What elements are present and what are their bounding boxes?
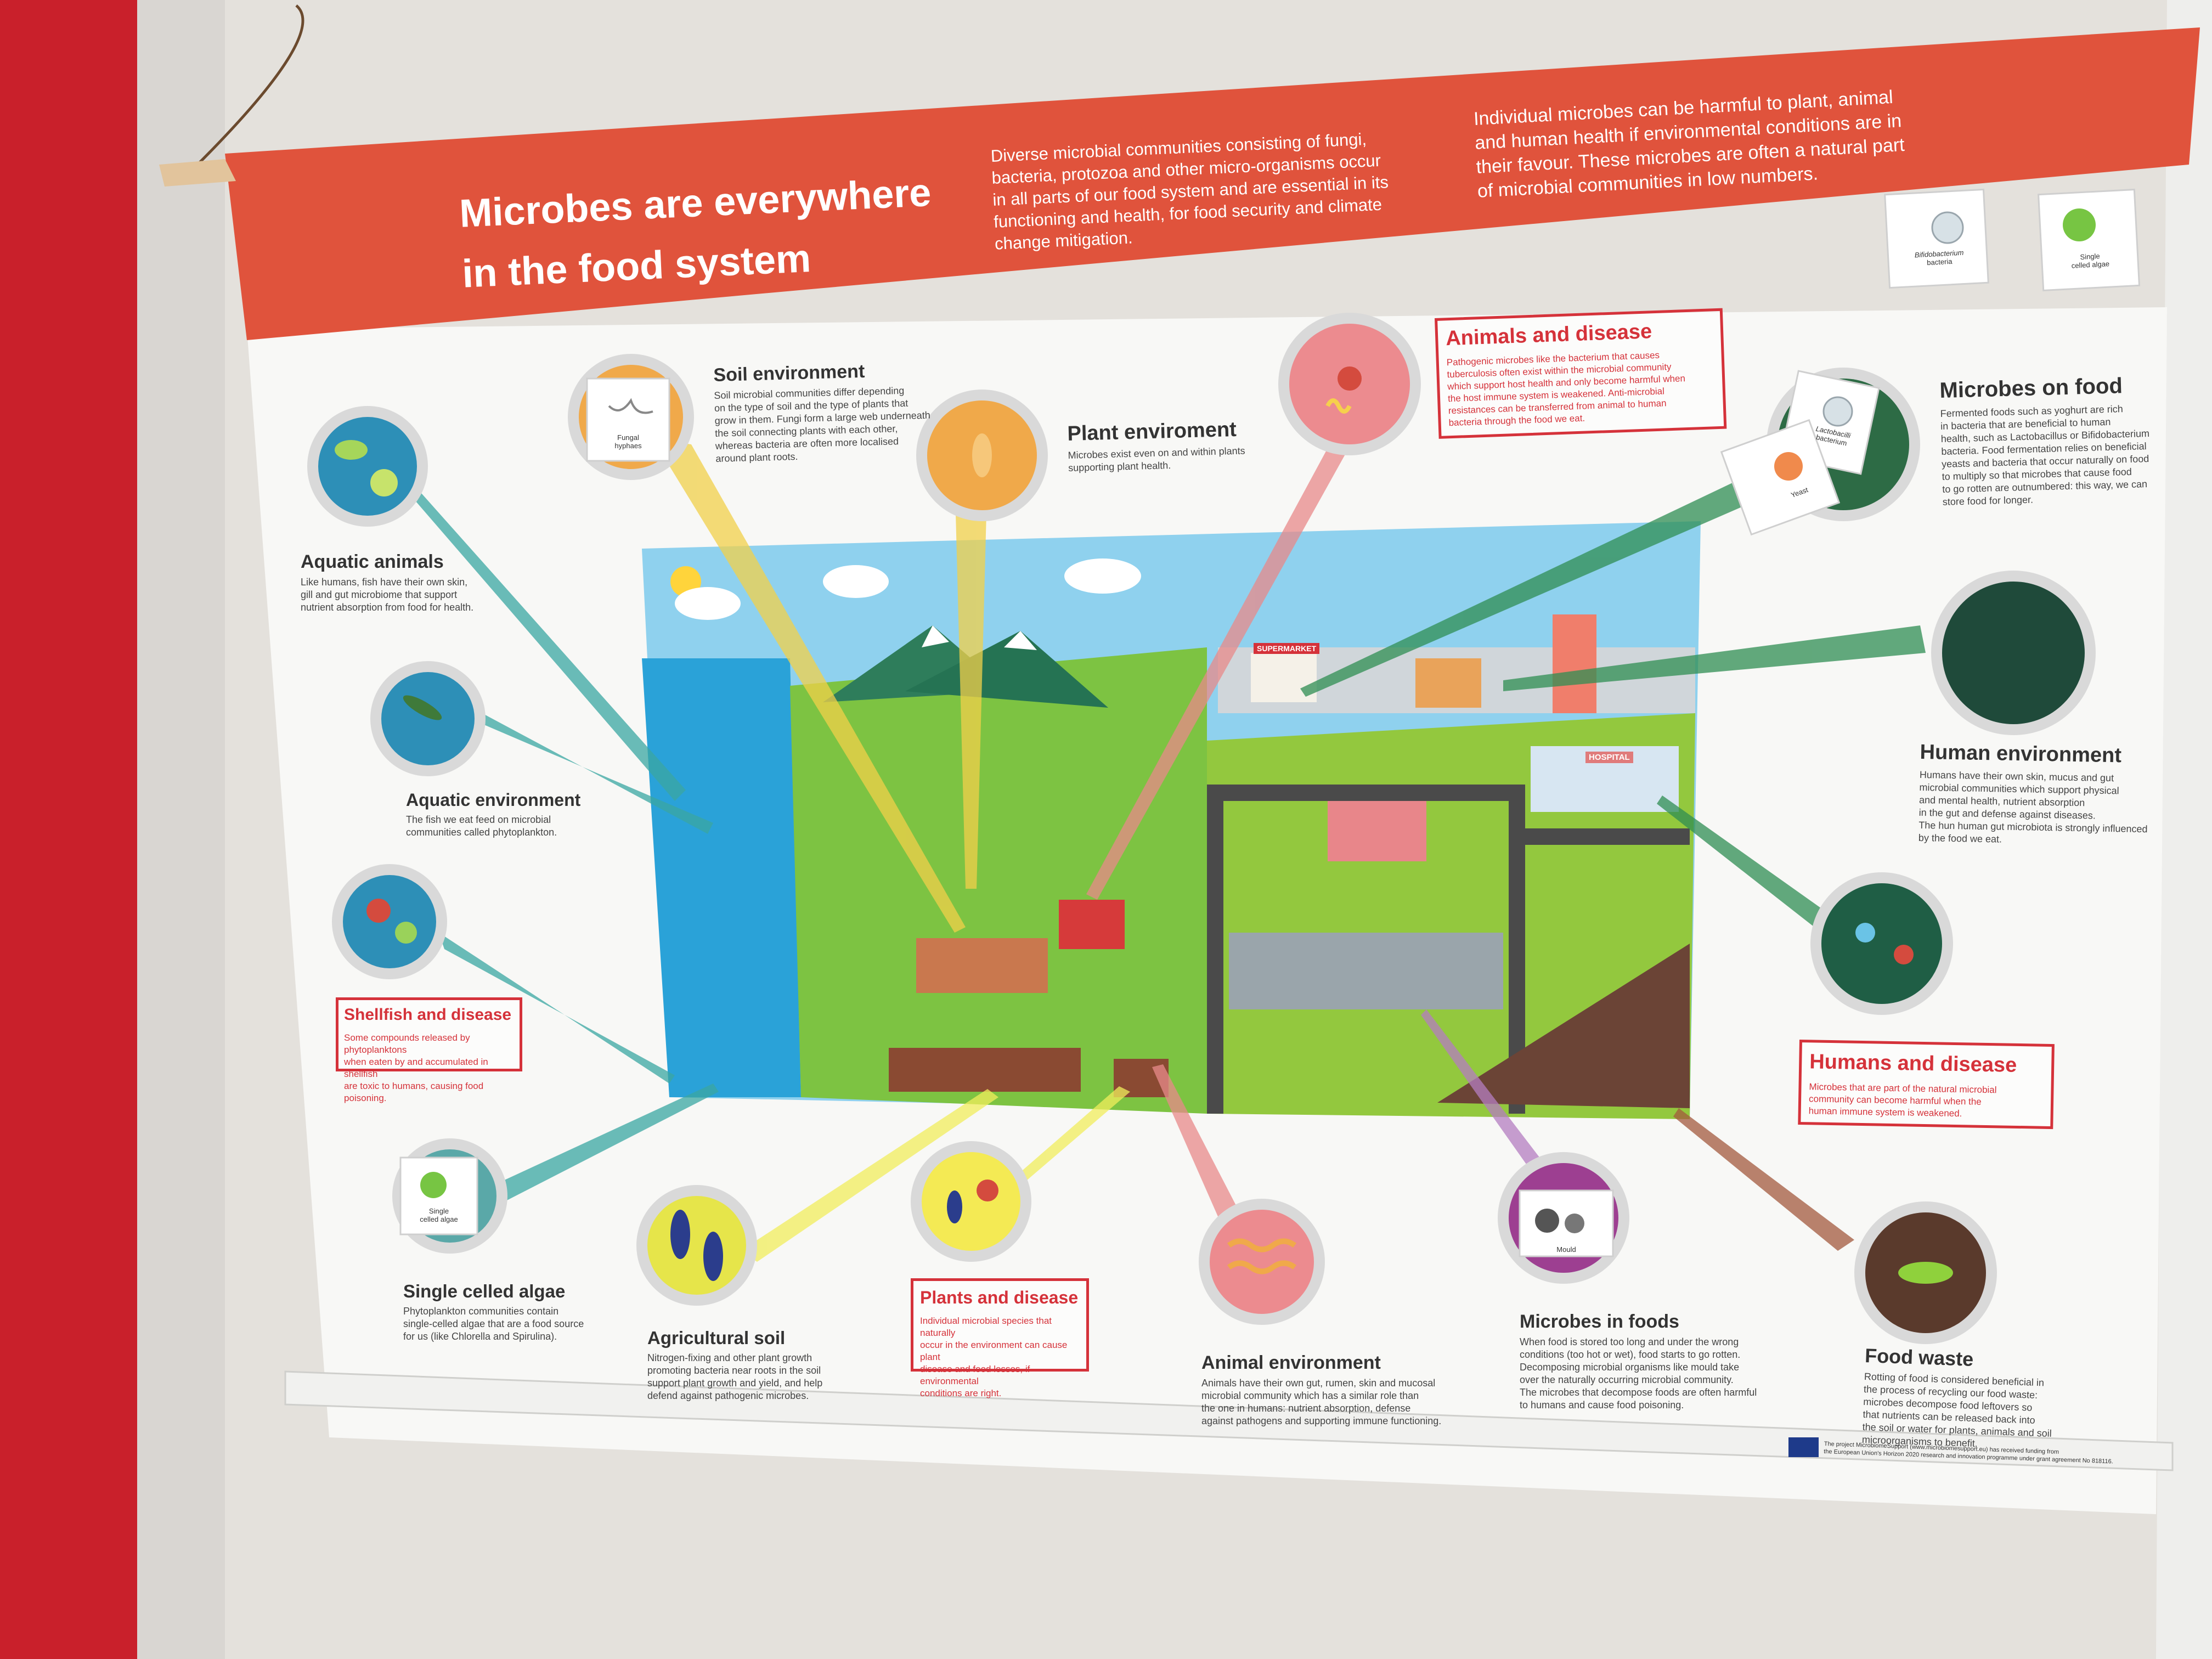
section-microbes-in-foods: Microbes in foods When food is stored to…: [1520, 1311, 1783, 1412]
section-line: communities called phytoplankton.: [406, 827, 557, 838]
section-line: The fish we eat feed on microbial: [406, 814, 551, 825]
specimen-cards: [399, 188, 2141, 1257]
section-line: The microbes that decompose foods are of…: [1520, 1387, 1757, 1398]
card-label-line: celled algae: [420, 1215, 458, 1223]
section-title: Shellfish and disease: [344, 1006, 512, 1024]
section-line: occur in the environment can cause plant: [920, 1340, 1068, 1362]
section-body: Phytoplankton communities contain single…: [403, 1305, 634, 1343]
section-title: Microbes in foods: [1520, 1311, 1679, 1332]
section-line: promoting bacteria near roots in the soi…: [647, 1365, 821, 1376]
section-line: single-celled algae that are a food sour…: [403, 1318, 584, 1329]
section-body: Nitrogen-fixing and other plant growth p…: [647, 1352, 878, 1402]
section-body: When food is stored too long and under t…: [1520, 1336, 1783, 1412]
banner-intro: Diverse microbial communities consisting…: [990, 127, 1391, 255]
section-body: Individual microbial species that natura…: [920, 1315, 1085, 1400]
map-label-hospital: HOSPITAL: [1585, 752, 1633, 763]
section-aquatic-animals: Aquatic animals Like humans, fish have t…: [301, 551, 531, 614]
section-line: microbial community which has a similar …: [1201, 1390, 1419, 1401]
section-title: Animal environment: [1201, 1352, 1381, 1373]
section-aquatic-environment: Aquatic environment The fish we eat feed…: [406, 790, 636, 839]
top-dowel: [159, 159, 236, 187]
section-line: Some compounds released by phytoplankton…: [344, 1032, 470, 1055]
section-body: Like humans, fish have their own skin, g…: [301, 576, 531, 614]
section-line: Phytoplankton communities contain: [403, 1306, 559, 1317]
section-line: support plant growth and yield, and help: [647, 1378, 823, 1389]
section-body: Pathogenic microbes like the bacterium t…: [1446, 347, 1717, 429]
banner: [225, 27, 2200, 340]
section-body: Humans have their own skin, mucus and gu…: [1918, 769, 2155, 848]
section-title: Plants and disease: [920, 1288, 1079, 1307]
hanging-string: [196, 4, 304, 166]
section-line: Individual microbial species that natura…: [920, 1316, 1052, 1338]
eu-flag-icon: [1788, 1437, 1819, 1457]
section-microbes-on-food: Microbes on food Fermented foods such as…: [1939, 373, 2179, 509]
food-system-illustration: [642, 521, 1701, 1119]
box-humans-disease: Humans and disease Microbes that are par…: [1798, 1040, 2055, 1130]
section-line: conditions are right.: [920, 1388, 1002, 1398]
section-line: are toxic to humans, causing food poison…: [344, 1081, 484, 1103]
section-food-waste: Food waste Rotting of food is considered…: [1862, 1344, 2123, 1455]
section-line: defend against pathogenic microbes.: [647, 1390, 809, 1401]
section-title: Human environment: [1920, 741, 2122, 768]
card-label-fungi: Fungal hyphaes: [598, 433, 658, 450]
card-fungi: [586, 377, 670, 462]
card-label-single-algae-bottom: Single celled algae: [409, 1207, 469, 1223]
section-title: Single celled algae: [403, 1281, 566, 1301]
section-title: Humans and disease: [1809, 1050, 2017, 1077]
section-animal-environment: Animal environment Animals have their ow…: [1201, 1352, 1487, 1427]
section-body: The fish we eat feed on microbial commun…: [406, 814, 636, 839]
map-label-supermarket: SUPERMARKET: [1254, 643, 1320, 654]
card-label-mould: Mould: [1536, 1245, 1596, 1254]
box-animals-disease: Animals and disease Pathogenic microbes …: [1435, 308, 1727, 439]
section-line: Nitrogen-fixing and other plant growth: [647, 1352, 812, 1363]
section-line: When food is stored too long and under t…: [1520, 1336, 1739, 1347]
section-human-environment: Human environment Humans have their own …: [1918, 741, 2156, 848]
section-line: disease and food losses, if environmenta…: [920, 1364, 1030, 1386]
section-body: Animals have their own gut, rumen, skin …: [1201, 1377, 1487, 1427]
section-soil-environment: Soil environment Soil microbial communit…: [713, 358, 957, 465]
section-line: Animals have their own gut, rumen, skin …: [1201, 1378, 1436, 1389]
section-line: over the naturally occurring microbial c…: [1520, 1374, 1734, 1385]
section-title: Aquatic environment: [406, 790, 581, 810]
wall-edge: [137, 0, 225, 1659]
section-single-celled-algae: Single celled algae Phytoplankton commun…: [403, 1281, 634, 1343]
section-line: Decomposing microbial organisms like mou…: [1520, 1362, 1740, 1373]
section-line: gill and gut microbiome that support: [301, 589, 458, 600]
section-plant-environment: Plant enviroment Microbes exist even on …: [1067, 416, 1299, 475]
section-line: nutrient absorption from food for health…: [301, 602, 474, 613]
section-line: against pathogens and supporting immune …: [1201, 1415, 1442, 1426]
section-line: when eaten by and accumulated in shellfi…: [344, 1057, 488, 1079]
beams: [395, 417, 1926, 1262]
section-line: the one in humans: nutrient absorption, …: [1201, 1403, 1411, 1414]
section-body: Some compounds released by phytoplankton…: [344, 1032, 520, 1104]
card-single-algae-top: [2037, 188, 2141, 292]
card-label-line: Single: [428, 1207, 449, 1215]
section-title: Aquatic animals: [301, 551, 444, 572]
section-line: conditions (too hot or wet), food starts…: [1520, 1349, 1741, 1360]
card-label-line: Mould: [1556, 1245, 1576, 1254]
section-line: Like humans, fish have their own skin,: [301, 577, 468, 588]
section-agricultural-soil: Agricultural soil Nitrogen-fixing and ot…: [647, 1328, 878, 1402]
section-body: Fermented foods such as yoghurt are rich…: [1940, 402, 2179, 509]
poster-title: Microbes are everywhere in the food syst…: [458, 162, 935, 304]
section-body: Soil microbial communities differ depend…: [714, 383, 957, 465]
red-wall-panel: [0, 0, 137, 1659]
box-plants-disease: Plants and disease Individual microbial …: [911, 1278, 1089, 1398]
section-line: to humans and cause food poisoning.: [1520, 1400, 1684, 1410]
bottom-dowel: [284, 1370, 2174, 1471]
section-body: Microbes that are part of the natural mi…: [1809, 1081, 2045, 1121]
section-title: Animals and disease: [1445, 320, 1652, 351]
card-label-line: hyphaes: [614, 442, 642, 450]
box-shellfish-disease: Shellfish and disease Some compounds rel…: [336, 997, 522, 1103]
card-label-line: Fungal: [617, 433, 639, 442]
right-wall: [2156, 0, 2212, 1659]
section-line: for us (like Chlorella and Spirulina).: [403, 1331, 557, 1342]
section-title: Agricultural soil: [647, 1328, 786, 1348]
